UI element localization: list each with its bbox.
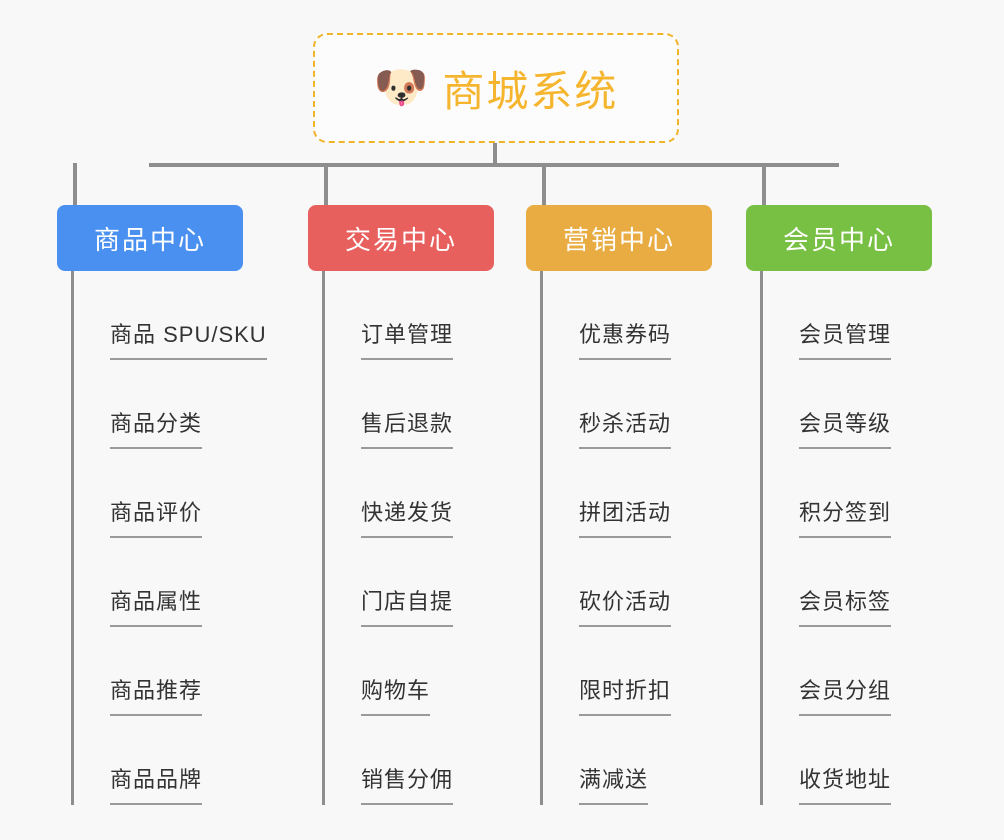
- connector-drop-trade-center: [324, 163, 328, 205]
- connector-drop-member-center: [762, 163, 766, 205]
- list-item[interactable]: 销售分佣: [325, 716, 542, 805]
- list-item[interactable]: 商品属性: [74, 538, 291, 627]
- list-item[interactable]: 会员等级: [763, 360, 980, 449]
- list-item[interactable]: 秒杀活动: [543, 360, 760, 449]
- leaf-label: 秒杀活动: [579, 406, 672, 449]
- branch-column-marketing-center: 营销中心 优惠券码 秒杀活动 拼团活动 砍价活动 限时折扣 满减送: [526, 163, 712, 805]
- branch-header-member-center[interactable]: 会员中心: [746, 205, 932, 271]
- branch-column-product-center: 商品中心 商品 SPU/SKU 商品分类 商品评价 商品属性 商品推荐 商品品牌: [57, 163, 267, 805]
- leaf-label: 售后退款: [361, 406, 454, 449]
- list-item[interactable]: 订单管理: [325, 271, 542, 360]
- leaf-label: 商品品牌: [110, 762, 203, 805]
- branch-header-product-center[interactable]: 商品中心: [57, 205, 243, 271]
- list-item[interactable]: 购物车: [325, 627, 542, 716]
- leaf-label: 购物车: [361, 673, 431, 716]
- list-item[interactable]: 砍价活动: [543, 538, 760, 627]
- leaf-list-trade-center: 订单管理 售后退款 快递发货 门店自提 购物车 销售分佣: [322, 271, 542, 805]
- list-item[interactable]: 商品推荐: [74, 627, 291, 716]
- leaf-list-marketing-center: 优惠券码 秒杀活动 拼团活动 砍价活动 限时折扣 满减送: [540, 271, 760, 805]
- leaf-label: 快递发货: [361, 495, 454, 538]
- list-item[interactable]: 优惠券码: [543, 271, 760, 360]
- leaf-label: 商品 SPU/SKU: [110, 317, 267, 360]
- leaf-label: 商品分类: [110, 406, 203, 449]
- list-item[interactable]: 商品分类: [74, 360, 291, 449]
- leaf-label: 商品评价: [110, 495, 203, 538]
- leaf-list-member-center: 会员管理 会员等级 积分签到 会员标签 会员分组 收货地址: [760, 271, 980, 805]
- shiba-dog-face-icon: 🐶: [373, 63, 429, 112]
- branch-header-label: 营销中心: [562, 224, 675, 255]
- leaf-label: 满减送: [579, 762, 649, 805]
- leaf-label: 销售分佣: [361, 762, 454, 805]
- leaf-label: 优惠券码: [579, 317, 672, 360]
- list-item[interactable]: 商品评价: [74, 449, 291, 538]
- leaf-label: 门店自提: [361, 584, 454, 627]
- list-item[interactable]: 商品 SPU/SKU: [74, 271, 291, 360]
- connector-root-vertical: [493, 143, 497, 166]
- branch-header-label: 会员中心: [782, 224, 895, 255]
- list-item[interactable]: 拼团活动: [543, 449, 760, 538]
- connector-drop-marketing-center: [542, 163, 546, 205]
- list-item[interactable]: 门店自提: [325, 538, 542, 627]
- leaf-label: 订单管理: [361, 317, 454, 360]
- leaf-label: 会员管理: [799, 317, 892, 360]
- list-item[interactable]: 快递发货: [325, 449, 542, 538]
- leaf-label: 商品推荐: [110, 673, 203, 716]
- leaf-label: 收货地址: [799, 762, 892, 805]
- list-item[interactable]: 积分签到: [763, 449, 980, 538]
- connector-horizontal-bus: [149, 163, 839, 167]
- branch-column-member-center: 会员中心 会员管理 会员等级 积分签到 会员标签 会员分组 收货地址: [746, 163, 932, 805]
- leaf-label: 拼团活动: [579, 495, 672, 538]
- list-item[interactable]: 会员分组: [763, 627, 980, 716]
- root-node-title: 商城系统: [442, 67, 619, 115]
- leaf-label: 积分签到: [799, 495, 892, 538]
- connector-drop-product-center: [73, 163, 77, 205]
- leaf-label: 商品属性: [110, 584, 203, 627]
- leaf-label: 限时折扣: [579, 673, 672, 716]
- list-item[interactable]: 满减送: [543, 716, 760, 805]
- list-item[interactable]: 会员标签: [763, 538, 980, 627]
- leaf-label: 砍价活动: [579, 584, 672, 627]
- leaf-label: 会员标签: [799, 584, 892, 627]
- list-item[interactable]: 收货地址: [763, 716, 980, 805]
- branch-header-label: 商品中心: [93, 224, 206, 255]
- list-item[interactable]: 商品品牌: [74, 716, 291, 805]
- root-node-shop-system[interactable]: 🐶 商城系统: [313, 33, 679, 143]
- leaf-label: 会员等级: [799, 406, 892, 449]
- branch-header-label: 交易中心: [344, 224, 457, 255]
- list-item[interactable]: 会员管理: [763, 271, 980, 360]
- branch-header-marketing-center[interactable]: 营销中心: [526, 205, 712, 271]
- branch-header-trade-center[interactable]: 交易中心: [308, 205, 494, 271]
- branch-column-trade-center: 交易中心 订单管理 售后退款 快递发货 门店自提 购物车 销售分佣: [308, 163, 494, 805]
- list-item[interactable]: 售后退款: [325, 360, 542, 449]
- leaf-list-product-center: 商品 SPU/SKU 商品分类 商品评价 商品属性 商品推荐 商品品牌: [71, 271, 291, 805]
- leaf-label: 会员分组: [799, 673, 892, 716]
- list-item[interactable]: 限时折扣: [543, 627, 760, 716]
